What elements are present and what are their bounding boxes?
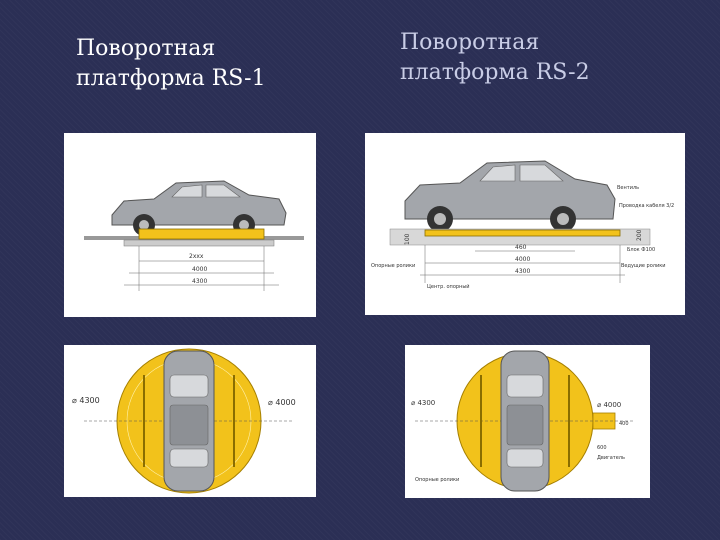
rs2-label-drive: Блок Ф100 [627,247,655,253]
rs2-dim-height-right: 200 [636,229,643,241]
rs1-top-view-figure: ⌀ 4300 ⌀ 4000 [64,345,316,497]
rs2-label-fan: Вентиль [617,185,639,191]
rs2-title-line1: Поворотная [400,30,540,55]
rs1-side-view-figure: 2xxx 4000 4300 [64,133,316,317]
car-top-illustration [163,350,215,492]
rs1-dim-inner: 2xxx [189,253,204,260]
rs1-dim-mid: 4000 [192,266,207,273]
rs2-dim-mid: 4000 [515,256,530,263]
rs1-top-dim-left: ⌀ 4300 [72,396,100,405]
rs2-top-dim-right: ⌀ 4000 [597,401,621,409]
rs1-title: Поворотная платформа RS-1 [76,34,326,94]
rs2-side-view-figure: 460 4000 4300 100 200 Вентиль Проводка к… [365,133,685,315]
rs2-label-cable: Проводка кабеля 3/2 [619,203,674,209]
rs2-label-wheels: Ведущие ролики [621,263,666,269]
turntable-platform [424,229,621,237]
rs2-dim-inner: 460 [515,244,527,251]
turntable-platform [138,228,265,240]
car-side-illustration [111,180,287,236]
rs2-dim-height-left: 100 [404,233,411,245]
rs1-side-drawing: 2xxx 4000 4300 [84,180,304,291]
rs2-title: Поворотная платформа RS-2 [400,28,660,88]
rs2-top-dim-box: 600 [597,445,607,451]
rs2-top-dim-box-v: 400 [619,421,629,427]
rs2-title-line2: платформа RS-2 [400,60,590,85]
car-top-illustration [500,350,550,492]
rs2-top-drawing: ⌀ 4300 ⌀ 4000 600 400 Двигатель Опорные … [411,350,635,492]
rs1-top-drawing: ⌀ 4300 ⌀ 4000 [72,348,296,494]
rs2-label-bottom: Центр. опорный [427,283,470,290]
rs1-dim-total: 4300 [192,278,207,285]
rs2-top-view-figure: ⌀ 4300 ⌀ 4000 600 400 Двигатель Опорные … [405,345,650,498]
rs2-label-rails: Опорные ролики [371,263,415,269]
rs1-title-line2: платформа RS-1 [76,66,266,91]
rs1-title-line1: Поворотная [76,36,216,61]
rs1-top-dim-right: ⌀ 4000 [268,398,296,407]
rs2-top-dim-left: ⌀ 4300 [411,399,435,407]
rs2-top-label-rollers: Опорные ролики [415,477,459,483]
rs2-top-label-drive: Двигатель [597,455,625,461]
rs2-dim-total: 4300 [515,268,530,275]
rs2-side-drawing: 460 4000 4300 100 200 Вентиль Проводка к… [371,160,674,290]
car-side-illustration [404,160,616,232]
platform-pit [123,239,275,247]
